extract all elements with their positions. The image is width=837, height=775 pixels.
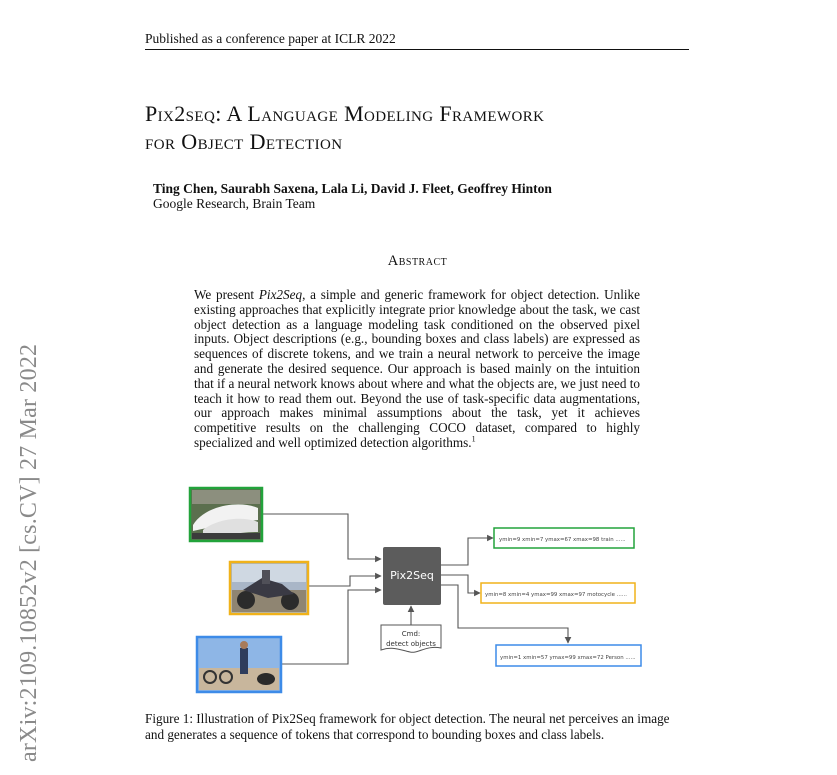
running-header: Published as a conference paper at ICLR … bbox=[145, 31, 689, 50]
train-output-box bbox=[493, 527, 635, 549]
person-output-connector bbox=[441, 584, 572, 644]
author-list: Ting Chen, Saurabh Saxena, Lala Li, Davi… bbox=[153, 181, 552, 196]
motorcycle-output-box bbox=[480, 582, 636, 604]
moto-output-connector bbox=[441, 574, 481, 597]
pix2seq-model-block bbox=[383, 547, 441, 605]
figure-caption: Figure 1: Illustration of Pix2Seq framew… bbox=[145, 711, 670, 742]
abstract-heading: Abstract bbox=[387, 253, 448, 269]
cmd-value: detect objects bbox=[386, 640, 436, 648]
person-output-text: ymin=1 xmin=57 ymax=99 xmax=72 Person ..… bbox=[500, 655, 636, 661]
train-image-connector bbox=[262, 513, 382, 563]
connector-lines bbox=[262, 513, 572, 665]
person-image-connector bbox=[281, 586, 382, 665]
abstract-heading-row: Abstract bbox=[0, 252, 837, 270]
affiliation: Google Research, Brain Team bbox=[153, 196, 316, 211]
motorcycle-image bbox=[228, 560, 310, 616]
moto-image-connector bbox=[308, 572, 382, 587]
footnote-marker: 1 bbox=[471, 434, 476, 444]
abstract-text-rest: , a simple and generic framework for obj… bbox=[194, 287, 640, 450]
motorcycle-output-text: ymin=8 xmin=4 ymax=99 xmax=97 motocycle … bbox=[485, 592, 627, 598]
title-line-2: for Object Detection bbox=[145, 129, 343, 154]
paper-title: Pix2seq: A Language Modeling Framework f… bbox=[145, 100, 705, 156]
train-image bbox=[188, 486, 264, 543]
person-image bbox=[195, 635, 283, 694]
person-output-box bbox=[495, 644, 642, 667]
train-output-connector bbox=[441, 534, 494, 566]
cmd-label: Cmd: bbox=[402, 630, 421, 638]
abstract-text-start: We present bbox=[194, 287, 259, 302]
train-output-text: ymin=9 xmin=7 ymax=67 xmax=98 train ....… bbox=[499, 537, 626, 543]
abstract-method-name: Pix2Seq bbox=[258, 287, 303, 302]
pix2seq-model-label: Pix2Seq bbox=[390, 569, 434, 582]
title-line-1: Pix2seq: A Language Modeling Framework bbox=[145, 101, 545, 126]
abstract-body: We present Pix2Seq, a simple and generic… bbox=[194, 287, 640, 451]
cmd-document-shape bbox=[380, 624, 442, 653]
